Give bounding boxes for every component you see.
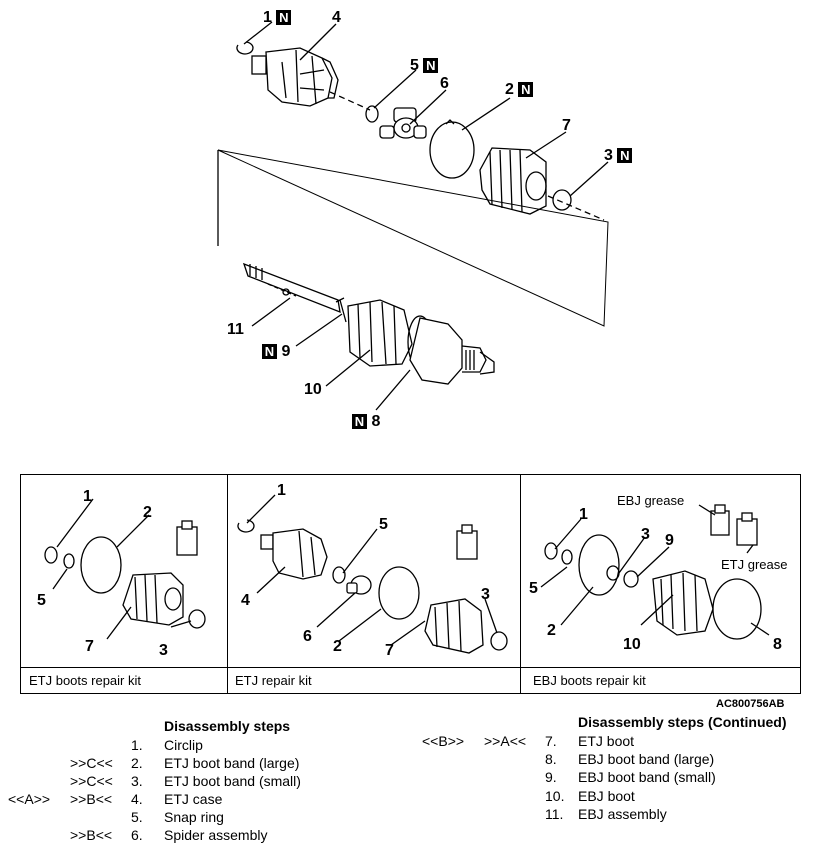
step-post-mark: >>A<< [484, 733, 527, 749]
step-post-mark: >>C<< [70, 773, 113, 789]
kit-label-divider [21, 667, 800, 668]
kit1-callout-5: 5 [37, 592, 46, 609]
step-number: 6. [131, 827, 143, 843]
kit-label-ebj-boots: EBJ boots repair kit [533, 673, 646, 688]
etj-case-part [251, 47, 339, 107]
etj-boot-part [479, 147, 547, 215]
callout-1: 1 N [263, 10, 292, 26]
kit2-callout-1: 1 [277, 482, 286, 499]
callout-2: 2 N [505, 82, 534, 98]
snap-ring-part [365, 105, 379, 123]
new-part-badge: N [276, 10, 292, 25]
kit1-callout-3: 3 [159, 642, 168, 659]
circlip-part [236, 41, 254, 55]
exploded-view-drawing [217, 21, 609, 411]
new-part-badge: N [518, 82, 534, 97]
step-number: 3. [131, 773, 143, 789]
step-name: Spider assembly [164, 827, 268, 843]
step-post-mark: >>C<< [70, 755, 113, 771]
kit3-callout-2: 2 [547, 622, 556, 639]
kit2-callout-3: 3 [481, 586, 490, 603]
kit3-callout-5: 5 [529, 580, 538, 597]
step-number: 1. [131, 737, 143, 753]
kit3-callout-9: 9 [665, 532, 674, 549]
ebj-grease-label: EBJ grease [617, 493, 685, 508]
step-post-mark: >>B<< [70, 827, 113, 843]
kit3-callout-1: 1 [579, 506, 588, 523]
step-number: 5. [131, 809, 143, 825]
kit2-callout-7: 7 [385, 642, 394, 659]
steps-continued-title: Disassembly steps (Continued) [578, 714, 787, 730]
step-name: ETJ boot band (small) [164, 773, 301, 789]
kit-label-etj-boots: ETJ boots repair kit [29, 673, 141, 688]
new-part-badge: N [617, 148, 633, 163]
step-number: 10. [545, 788, 565, 804]
callout-6: 6 [440, 75, 449, 92]
step-name: EBJ assembly [578, 806, 667, 822]
new-part-badge: N [262, 344, 277, 359]
step-name: ETJ case [164, 791, 223, 807]
etj-grease-label: ETJ grease [721, 557, 788, 572]
etj-boot-band-large-part [429, 121, 475, 179]
repair-kit-panel: 1 2 5 7 3 1 5 4 6 2 7 3 1 3 9 5 2 10 8 E… [20, 474, 801, 694]
ebj-assembly-part [242, 262, 495, 385]
step-name: ETJ boot band (large) [164, 755, 300, 771]
step-name: EBJ boot band (small) [578, 769, 716, 785]
kit2-callout-4: 4 [241, 592, 250, 609]
kit2-callout-6: 6 [303, 628, 312, 645]
callout-8: N 8 [352, 414, 380, 430]
callout-9: N 9 [262, 344, 290, 360]
kit1-callout-1: 1 [83, 488, 92, 505]
new-part-badge: N [352, 414, 367, 429]
kit1-callout-7: 7 [85, 638, 94, 655]
spider-assembly-part [379, 107, 427, 139]
step-name: ETJ boot [578, 733, 635, 749]
kit-label-etj-repair: ETJ repair kit [235, 673, 312, 688]
callout-7: 7 [562, 117, 571, 134]
kit1-callout-2: 2 [143, 504, 152, 521]
kit3-callout-3: 3 [641, 526, 650, 543]
kit-divider [227, 475, 228, 693]
callout-10: 10 [304, 381, 322, 398]
step-number: 4. [131, 791, 143, 807]
step-name: Circlip [164, 737, 203, 753]
step-name: Snap ring [164, 809, 224, 825]
kit3-callout-10: 10 [623, 636, 641, 653]
etj-boot-band-small-part [552, 189, 572, 211]
step-pre-mark: <<A>> [8, 791, 51, 807]
kit2-callout-2: 2 [333, 638, 342, 655]
step-number: 8. [545, 751, 557, 767]
step-number: 9. [545, 769, 557, 785]
figure-code: AC800756AB [716, 698, 785, 710]
step-name: EBJ boot band (large) [578, 751, 715, 767]
callout-3: 3 N [604, 148, 633, 164]
new-part-badge: N [423, 58, 439, 73]
repair-kit-drawings [44, 494, 770, 654]
step-post-mark: >>B<< [70, 791, 113, 807]
step-number: 2. [131, 755, 143, 771]
step-pre-mark: <<B>> [422, 733, 465, 749]
kit2-callout-5: 5 [379, 516, 388, 533]
callout-11: 11 [227, 321, 244, 338]
callout-4: 4 [332, 9, 341, 26]
kit3-callout-8: 8 [773, 636, 782, 653]
step-number: 7. [545, 733, 557, 749]
kit-divider [520, 475, 521, 693]
step-number: 11. [545, 806, 564, 822]
steps-title: Disassembly steps [164, 718, 291, 734]
step-name: EBJ boot [578, 788, 635, 804]
callout-5: 5 N [410, 58, 439, 74]
